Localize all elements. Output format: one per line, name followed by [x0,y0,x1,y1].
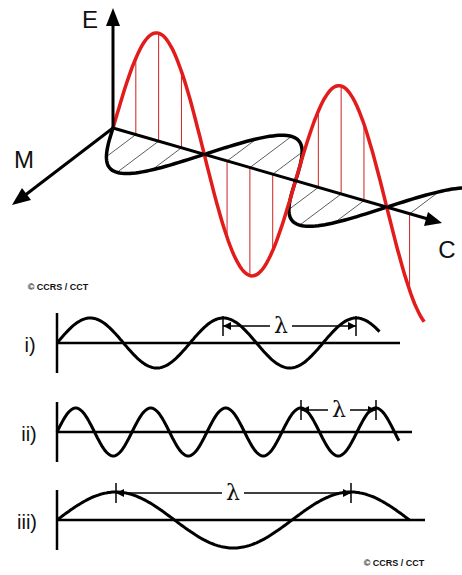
e-field-line [272,174,273,250]
e-field-line [135,58,136,134]
e-field-line [249,168,250,276]
e-field-line [341,86,342,194]
e-field-line [409,214,410,290]
wavelength-label: λ [274,315,288,337]
watermark: © CCRS / CCT [364,559,425,568]
wave-label: iii) [17,512,37,532]
e-field-line [227,161,228,237]
wave-label: ii) [21,424,37,444]
axes [12,8,442,226]
wavelength-label: λ [332,399,346,421]
arrow-head [12,188,31,205]
wavelength-label: λ [226,482,240,504]
sample-wave [57,408,399,456]
watermark: © CCRS / CCT [28,283,89,292]
electric-wave [113,33,424,322]
e-field-line [363,124,364,200]
axis-label: E [82,8,98,32]
e-field-line [181,71,182,147]
baseline [57,342,400,345]
field-waves [106,33,462,322]
m-axis [24,128,113,196]
axis-label: C [438,238,455,262]
m-field-line [300,194,342,225]
c-axis [113,128,428,219]
sample-wave [57,318,380,368]
e-field-line [158,33,159,141]
m-field-line [117,141,159,172]
baselines [57,313,425,550]
arrow-head [106,8,120,26]
axis-label: M [14,148,34,172]
m-field-line [250,136,292,167]
e-field-line [318,111,319,187]
baseline [57,519,425,522]
wave-label: i) [24,335,35,355]
e-axis [112,22,115,128]
arrow-head [424,212,442,226]
sample-waves [57,318,410,548]
magnetic-wave [106,128,462,226]
